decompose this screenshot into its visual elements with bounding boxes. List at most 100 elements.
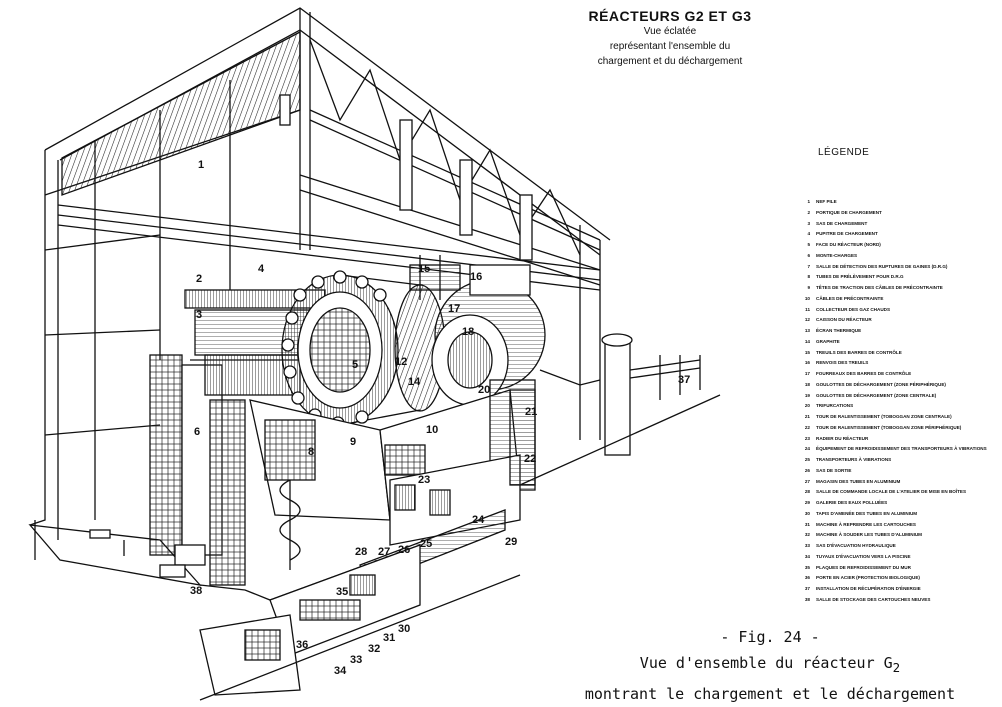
diagram-callouts: 1 2 3 4 5 6 8 9 10 12 14 15 16 17 18 20 … xyxy=(190,159,690,677)
callout-37: 37 xyxy=(678,374,690,386)
legend-item-number: 16 xyxy=(804,360,810,366)
legend-item-number: 29 xyxy=(804,500,810,505)
subtitle-line-2: représentant l'ensemble du xyxy=(609,41,731,52)
legend-item-label: GOULOTTES DE DÉCHARGEMENT (ZONE CENTRALE… xyxy=(816,392,937,398)
caption-line-1: Vue d'ensemble du réacteur G2 xyxy=(560,650,980,681)
callout-25: 25 xyxy=(420,538,432,550)
callout-21: 21 xyxy=(525,406,537,418)
legend-item-label: TRANSPORTEURS À VIBRATIONS xyxy=(816,457,892,462)
roof-hatched-panel xyxy=(61,30,301,196)
callout-18: 18 xyxy=(462,326,474,338)
legend-item-label: SALLE DE STOCKAGE DES CARTOUCHES NEUVES xyxy=(816,596,931,602)
callout-17: 17 xyxy=(448,303,460,315)
callout-9: 9 xyxy=(350,436,356,448)
legend-item-label: RADIER DU RÉACTEUR xyxy=(816,435,869,441)
legend-item-label: GOULOTTES DE DÉCHARGEMENT (ZONE PÉRIPHÉR… xyxy=(816,381,946,387)
callout-32: 32 xyxy=(368,643,380,655)
callout-28: 28 xyxy=(355,546,367,558)
legend-item-label: SAS DE CHARGEMENT xyxy=(816,220,868,226)
callout-38: 38 xyxy=(190,585,202,597)
legend-item-label: FACE DU RÉACTEUR (NORD) xyxy=(816,242,881,247)
legend-item: 2 PORTIQUE DE CHARGEMENT xyxy=(800,208,1000,219)
legend-item-label: FOURREAUX DES BARRES DE CONTRÔLE xyxy=(816,371,912,376)
legend-item-label: TUYAUX D'ÉVACUATION VERS LA PISCINE xyxy=(816,553,911,559)
legend-item-number: 33 xyxy=(804,543,810,548)
drum-bolts xyxy=(281,270,387,430)
legend-item-label: SAS D'ÉVACUATION HYDRAULIQUE xyxy=(816,543,896,548)
callout-33: 33 xyxy=(350,654,362,666)
legend-item-number: 26 xyxy=(804,467,810,473)
legend-item-label: CÂBLES DE PRÉCONTRAINTE xyxy=(816,295,884,301)
callout-6: 6 xyxy=(194,426,200,438)
legend-item-label: TOUR DE RALENTISSEMENT (TOBOGGAN ZONE PÉ… xyxy=(816,424,962,430)
legend-item: 10 CÂBLES DE PRÉCONTRAINTE xyxy=(800,294,1000,305)
callout-10: 10 xyxy=(426,424,438,436)
legend-item-number: 22 xyxy=(804,424,810,430)
callout-20: 20 xyxy=(478,384,490,396)
legend-item: 33 SAS D'ÉVACUATION HYDRAULIQUE xyxy=(800,541,1000,552)
legend-item-label: MACHINE À SOUDER LES TUBES D'ALUMINIUM xyxy=(816,532,922,538)
legend-item-number: 10 xyxy=(804,295,810,301)
legend-item-number: 21 xyxy=(804,414,810,419)
legend-item-label: INSTALLATION DE RÉCUPÉRATION D'ÉNERGIE xyxy=(816,586,921,591)
legend-item-number: 8 xyxy=(807,274,810,280)
legend-item-number: 18 xyxy=(804,381,810,387)
legend-item-number: 11 xyxy=(805,306,810,312)
callout-5: 5 xyxy=(352,359,358,371)
callout-15: 15 xyxy=(418,263,430,275)
subtitle-line-3: chargement et du déchargement xyxy=(597,56,743,67)
callout-4: 4 xyxy=(258,263,265,275)
callout-34: 34 xyxy=(334,665,347,677)
legend-item-number: 13 xyxy=(804,328,810,333)
callout-3: 3 xyxy=(196,309,202,321)
legend-item: 29 GALERIE DES EAUX POLLUÉES xyxy=(800,498,1000,509)
callout-26: 26 xyxy=(398,544,410,556)
spiral-staircase xyxy=(279,479,301,570)
legend-item-number: 1 xyxy=(807,199,810,204)
legend-item-number: 2 xyxy=(807,209,810,215)
callout-27: 27 xyxy=(378,546,390,558)
legend-item-label: GALERIE DES EAUX POLLUÉES xyxy=(816,500,888,505)
control-rod-mechanism xyxy=(409,255,531,300)
legend-item-number: 24 xyxy=(804,446,810,452)
callout-31: 31 xyxy=(383,632,395,644)
callout-35: 35 xyxy=(336,586,348,598)
legend-item-number: 38 xyxy=(804,596,810,602)
legend-item-label: MACHINE À REPRENDRE LES CARTOUCHES xyxy=(816,521,916,527)
legend-item-label: PORTIQUE DE CHARGEMENT xyxy=(816,209,882,215)
reactor-caisson xyxy=(281,274,546,426)
callout-1: 1 xyxy=(198,159,204,171)
legend-item-label: TUBES DE PRÉLÈVEMENT POUR D.R.G xyxy=(816,274,904,280)
caption-line-1-text: Vue d'ensemble du réacteur G xyxy=(639,654,893,672)
legend-item-number: 4 xyxy=(807,231,810,237)
callout-29: 29 xyxy=(505,536,517,548)
caption-line-1-subscript: 2 xyxy=(892,660,901,675)
legend-item-number: 37 xyxy=(804,586,810,591)
roof-truss xyxy=(309,39,581,256)
callout-23: 23 xyxy=(418,474,430,486)
legend-item-label: MAGASIN DES TUBES EN ALUMINIUM xyxy=(816,478,901,484)
legend-item-label: TÊTES DE TRACTION DES CÂBLES DE PRÉCONTR… xyxy=(816,285,943,290)
legend-item-label: CAISSON DU RÉACTEUR xyxy=(816,317,872,323)
lower-galleries xyxy=(199,454,521,701)
legend-item-number: 36 xyxy=(804,575,810,581)
diagram-title-block: RÉACTEURS G2 ET G3 Vue éclatée représent… xyxy=(540,8,800,69)
